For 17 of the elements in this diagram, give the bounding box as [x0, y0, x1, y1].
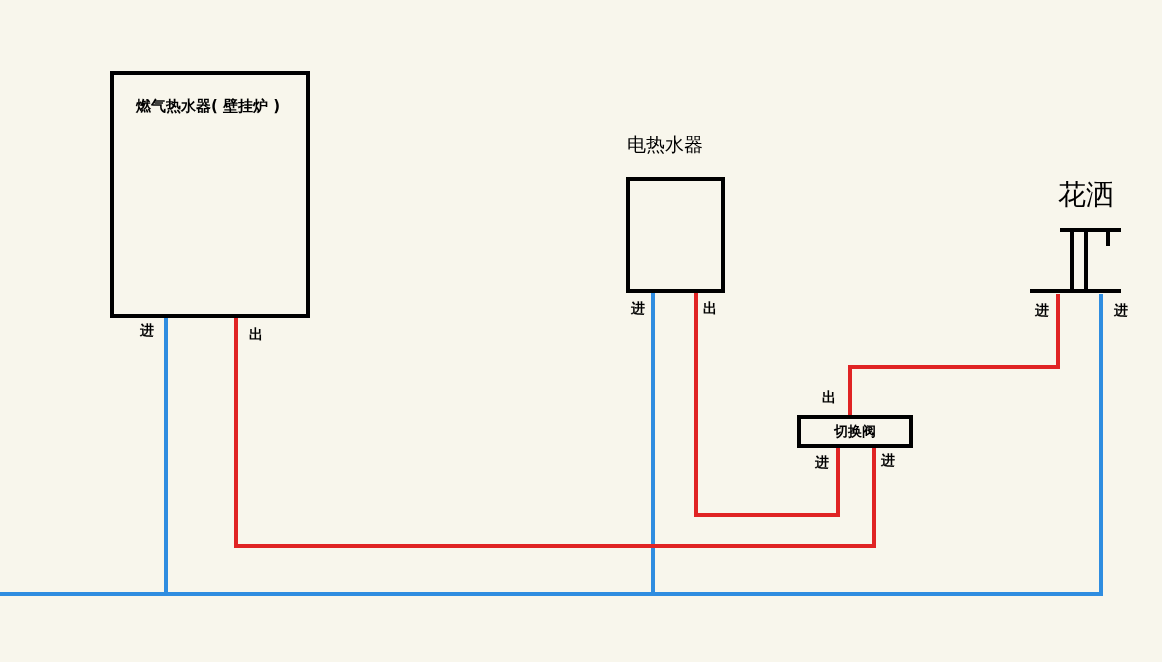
water-heater-box: 燃气热水器( 壁挂炉 )	[110, 71, 310, 318]
pipe	[694, 293, 840, 517]
port-label: 进	[1035, 302, 1049, 318]
port-label: 进	[631, 300, 645, 316]
port-label: 出	[822, 389, 836, 405]
heading: 电热水器	[627, 132, 703, 157]
port-label: 进	[1114, 302, 1128, 318]
pipe	[0, 294, 1103, 596]
port-label: 进	[140, 322, 154, 338]
pipe	[848, 294, 1060, 415]
port-label: 出	[703, 300, 717, 316]
port-label: 进	[815, 454, 829, 470]
pipe	[234, 316, 876, 548]
port-label: 出	[249, 326, 263, 342]
valve-box: 切换阀	[797, 415, 913, 448]
port-label: 进	[881, 452, 895, 468]
heading: 花洒	[1058, 177, 1114, 213]
